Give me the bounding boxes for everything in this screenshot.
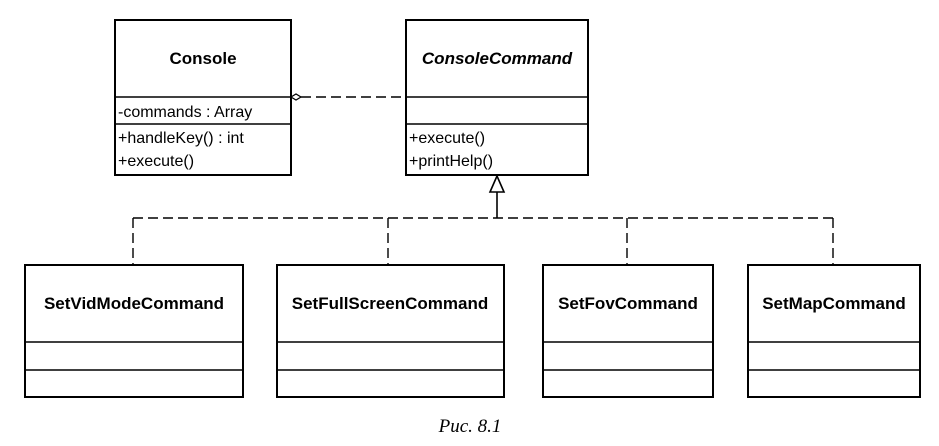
console-class: Console -commands : Array +handleKey() :… bbox=[114, 19, 292, 176]
console-command-operation: +execute() bbox=[409, 130, 485, 147]
generalization-connector bbox=[132, 174, 834, 265]
subclass-set-full-screen: SetFullScreenCommand bbox=[276, 264, 505, 398]
console-operation: +execute() bbox=[118, 153, 194, 170]
subclass-name: SetMapCommand bbox=[762, 294, 906, 313]
console-class-name: Console bbox=[169, 49, 236, 68]
subclass-box bbox=[542, 264, 714, 398]
subclass-set-map: SetMapCommand bbox=[747, 264, 921, 398]
console-command-operation: +printHelp() bbox=[409, 153, 493, 170]
figure-caption: Рис. 8.1 bbox=[438, 416, 502, 437]
console-command-class-name: ConsoleCommand bbox=[422, 49, 573, 68]
subclass-box bbox=[747, 264, 921, 398]
generalization-arrowhead bbox=[488, 174, 506, 193]
console-operation: +handleKey() : int bbox=[118, 130, 244, 147]
subclass-name: SetFovCommand bbox=[558, 294, 698, 313]
console-attribute: -commands : Array bbox=[118, 104, 252, 121]
subclass-box bbox=[24, 264, 244, 398]
subclass-set-vid-mode: SetVidModeCommand bbox=[24, 264, 244, 398]
console-command-class: ConsoleCommand +execute() +printHelp() bbox=[405, 19, 589, 176]
subclass-box bbox=[276, 264, 505, 398]
subclass-name: SetFullScreenCommand bbox=[292, 294, 489, 313]
subclass-name: SetVidModeCommand bbox=[44, 294, 224, 313]
aggregation-diamond bbox=[289, 93, 303, 101]
subclass-set-fov: SetFovCommand bbox=[542, 264, 714, 398]
aggregation-connector bbox=[289, 93, 406, 101]
